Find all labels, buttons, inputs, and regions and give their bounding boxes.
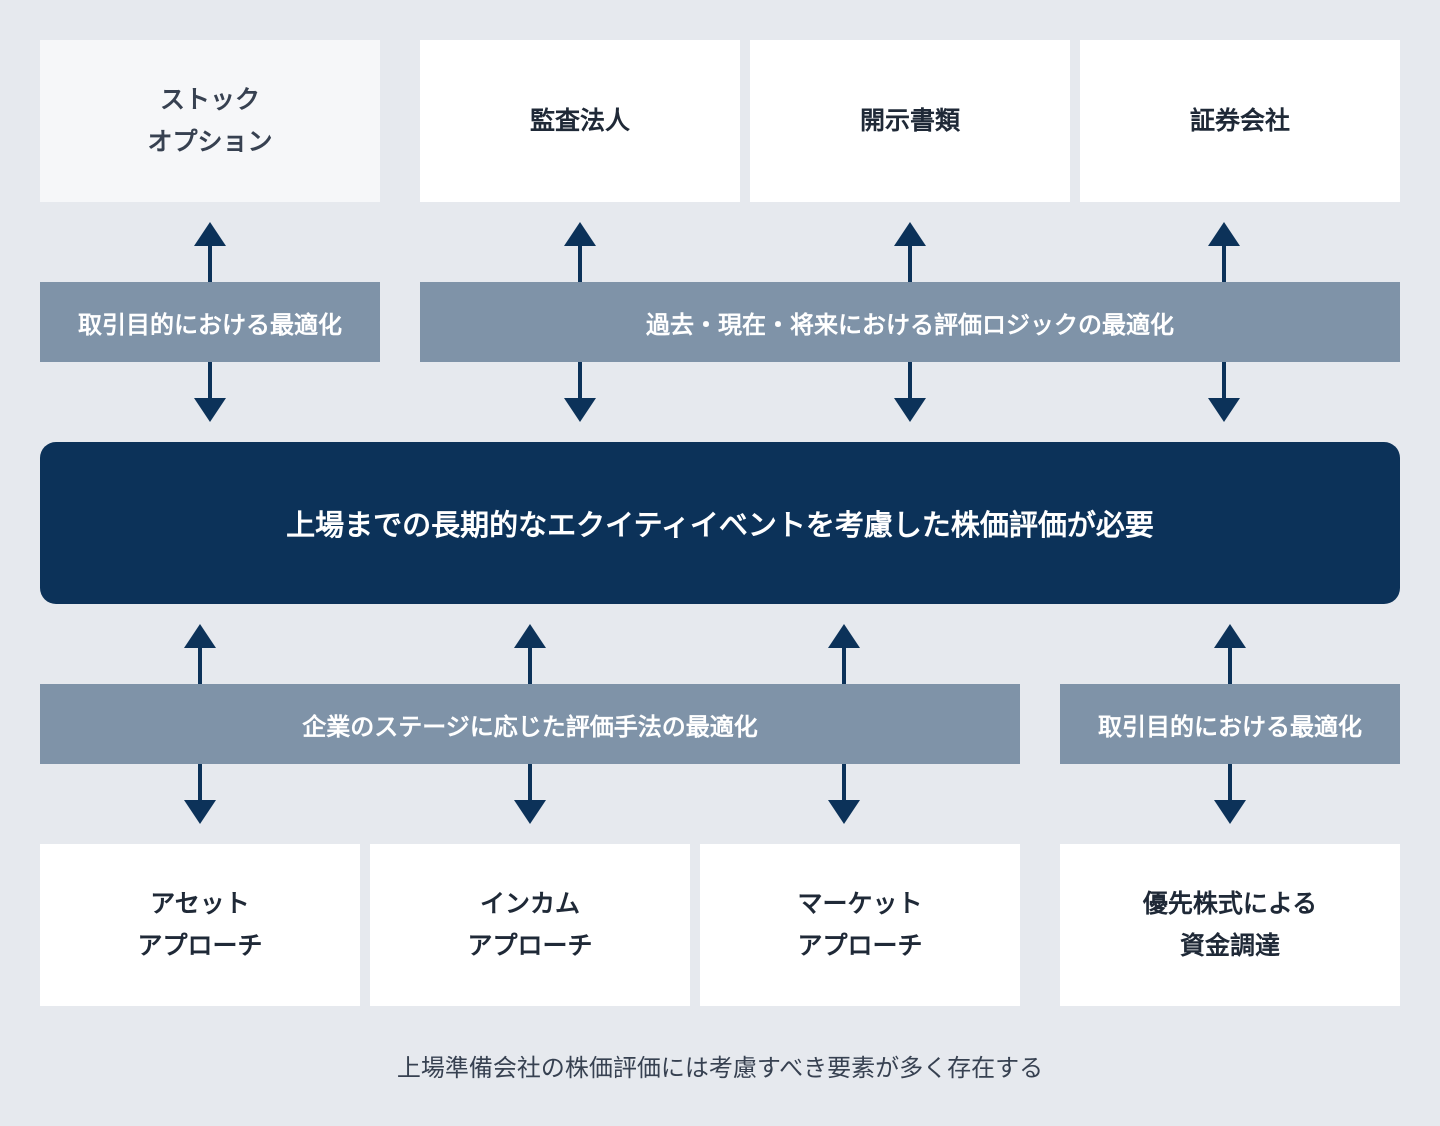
band-transaction-purpose-bottom: 取引目的における最適化 (1060, 684, 1400, 764)
arrow-down-icon (514, 764, 546, 824)
node-stock-option: ストック オプション (40, 40, 380, 202)
arrow-down-icon (894, 362, 926, 422)
node-label: アセット アプローチ (137, 889, 263, 960)
band-valuation-method: 企業のステージに応じた評価手法の最適化 (40, 684, 1020, 764)
arrow-up-icon (894, 222, 926, 282)
band-valuation-logic: 過去・現在・将来における評価ロジックの最適化 (420, 282, 1400, 362)
arrow-down-icon (1214, 764, 1246, 824)
node-preferred-stock-financing: 優先株式による 資金調達 (1060, 844, 1400, 1006)
node-market-approach: マーケット アプローチ (700, 844, 1020, 1006)
band-label: 取引目的における最適化 (1098, 712, 1362, 741)
node-label: 監査法人 (529, 106, 630, 135)
node-income-approach: インカム アプローチ (370, 844, 690, 1006)
arrow-down-icon (564, 362, 596, 422)
node-label: 証券会社 (1189, 106, 1290, 135)
band-label: 取引目的における最適化 (78, 310, 342, 339)
arrow-down-icon (828, 764, 860, 824)
arrow-up-icon (1208, 222, 1240, 282)
arrow-up-icon (1214, 624, 1246, 684)
arrow-down-icon (194, 362, 226, 422)
arrow-up-icon (828, 624, 860, 684)
node-label: インカム アプローチ (467, 889, 593, 960)
node-label: マーケット アプローチ (797, 889, 923, 960)
band-label: 過去・現在・将来における評価ロジックの最適化 (646, 310, 1174, 339)
arrow-up-icon (514, 624, 546, 684)
central-requirement-box: 上場までの長期的なエクイティイベントを考慮した株価評価が必要 (40, 442, 1400, 604)
arrow-up-icon (564, 222, 596, 282)
node-securities-company: 証券会社 (1080, 40, 1400, 202)
arrow-down-icon (184, 764, 216, 824)
node-label: ストック オプション (147, 85, 273, 156)
node-disclosure-documents: 開示書類 (750, 40, 1070, 202)
central-label: 上場までの長期的なエクイティイベントを考慮した株価評価が必要 (286, 508, 1154, 542)
band-label: 企業のステージに応じた評価手法の最適化 (302, 712, 758, 741)
diagram-caption: 上場準備会社の株価評価には考慮すべき要素が多く存在する (396, 1054, 1044, 1082)
node-label: 開示書類 (859, 106, 960, 135)
node-label: 優先株式による 資金調達 (1142, 889, 1318, 960)
band-transaction-purpose-top: 取引目的における最適化 (40, 282, 380, 362)
arrow-down-icon (1208, 362, 1240, 422)
node-audit-firm: 監査法人 (420, 40, 740, 202)
arrow-up-icon (194, 222, 226, 282)
node-asset-approach: アセット アプローチ (40, 844, 360, 1006)
arrow-up-icon (184, 624, 216, 684)
